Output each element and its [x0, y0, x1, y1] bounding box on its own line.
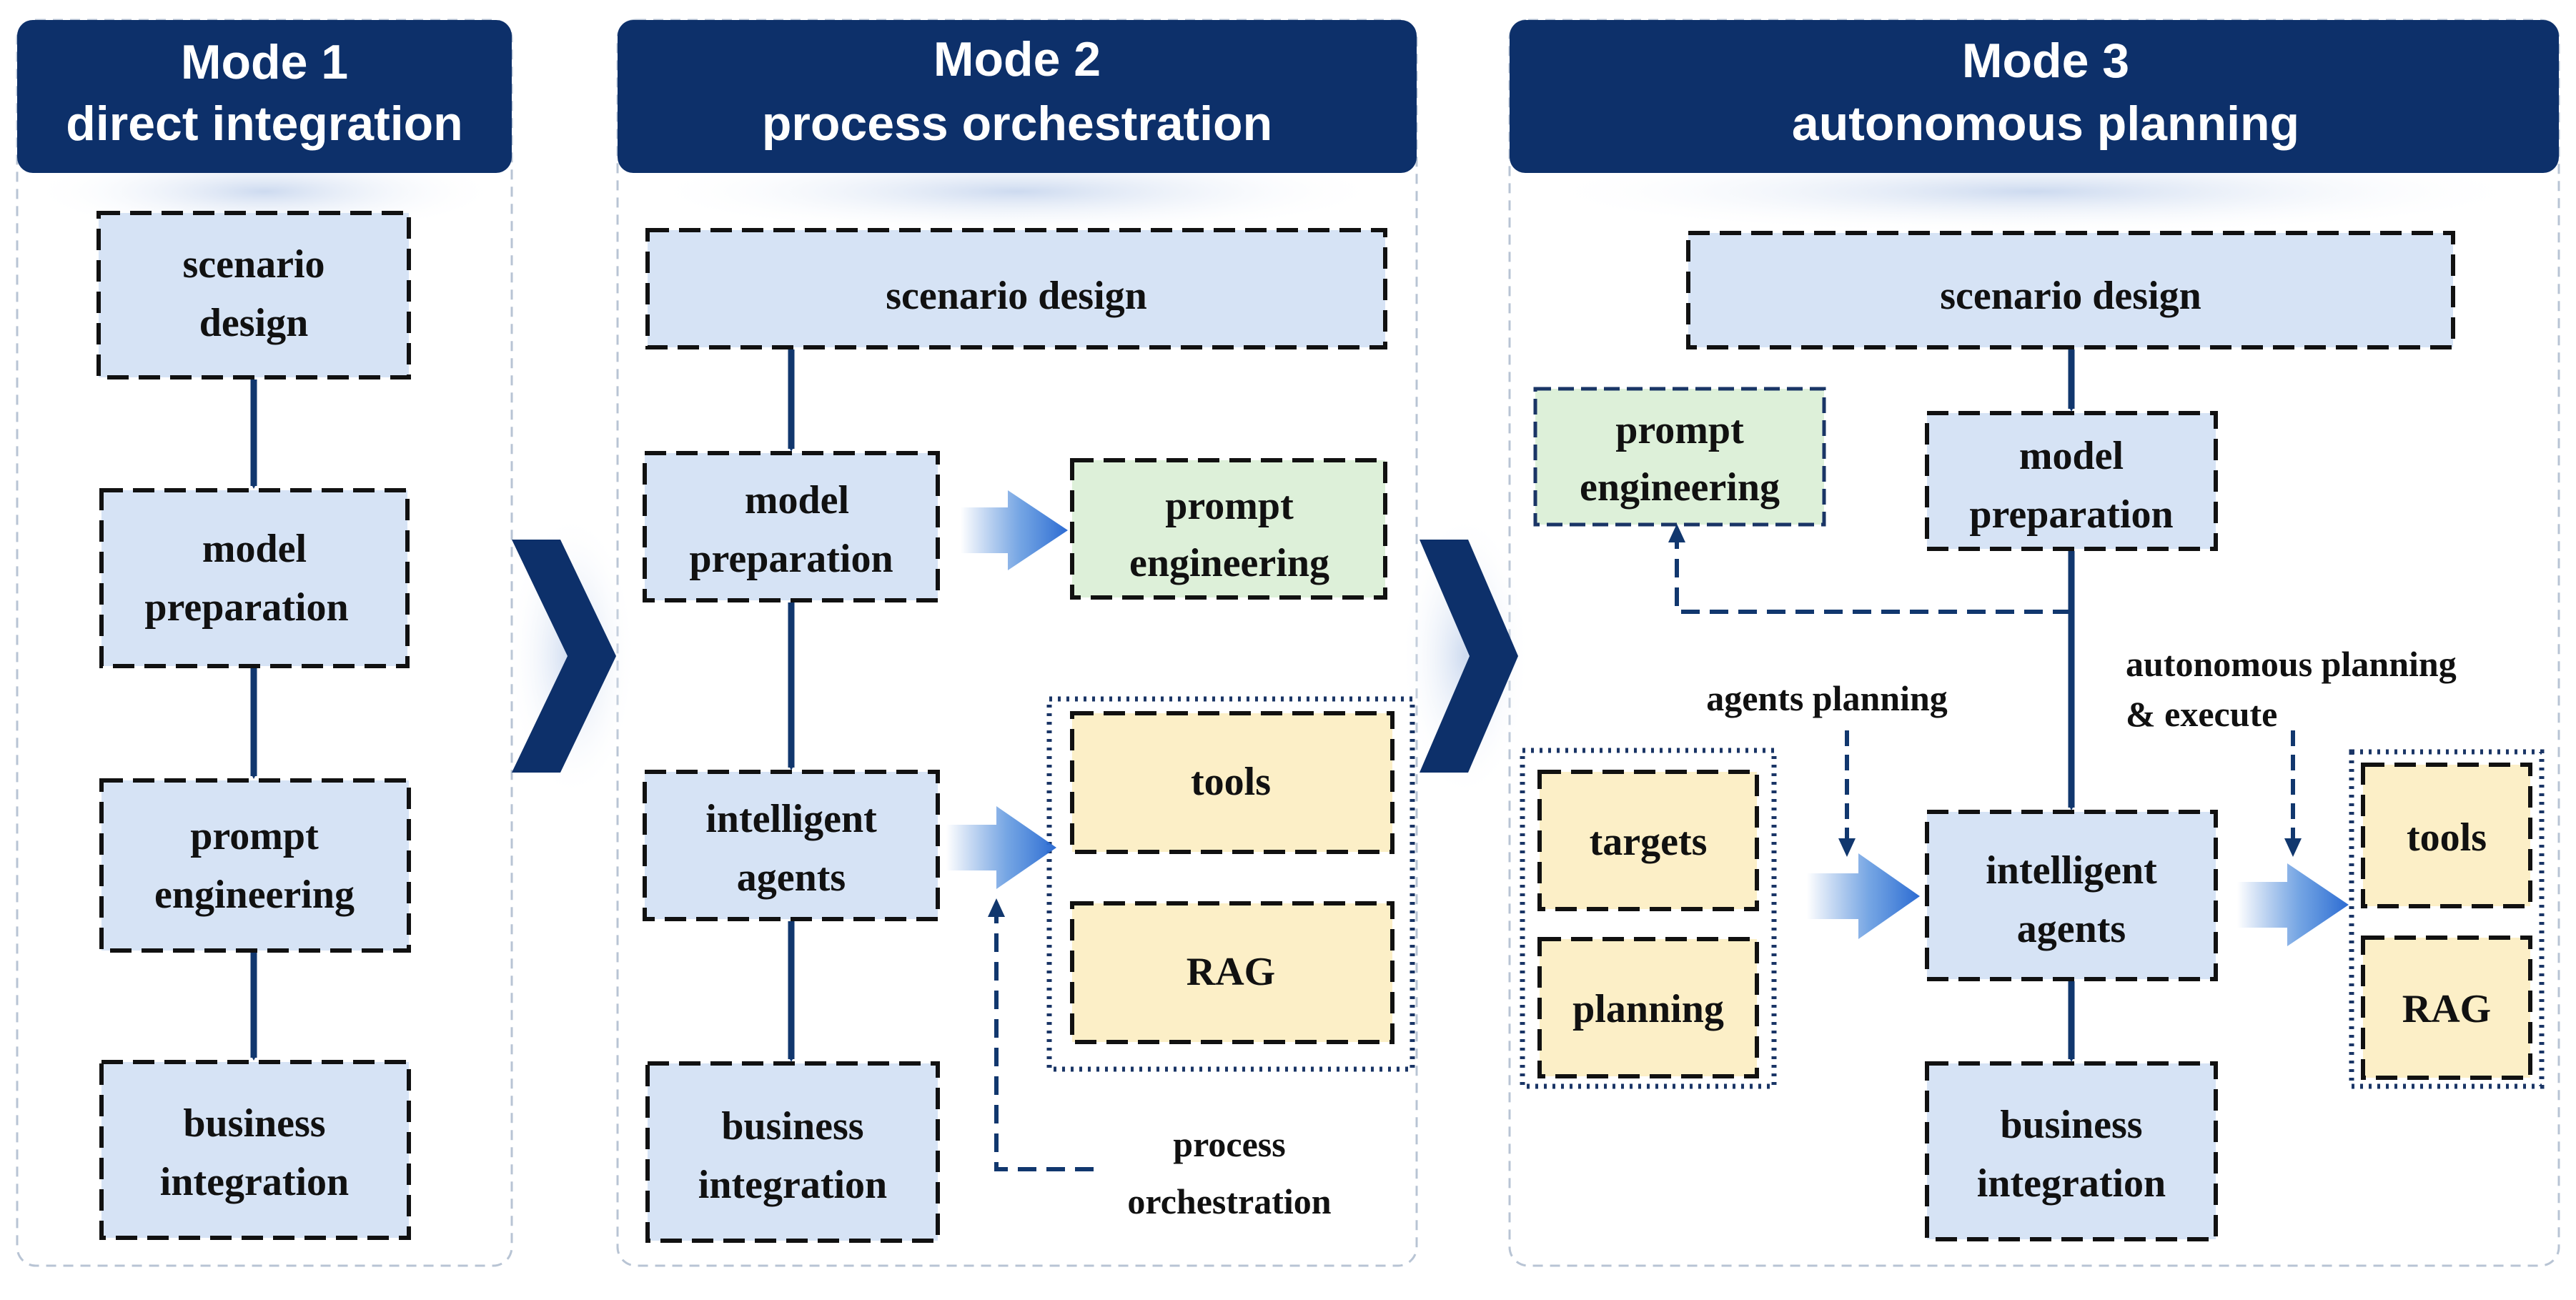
- mode1-model-line1: model: [202, 527, 307, 571]
- mode3-rag-label: RAG: [2402, 987, 2491, 1031]
- mode2-prompt-line1: prompt: [1165, 484, 1294, 528]
- mode3-model-line1: model: [2019, 434, 2124, 478]
- mode2-agents-line1: intelligent: [705, 797, 877, 841]
- mode2-header: Mode 2 process orchestration: [618, 20, 1417, 173]
- mode2-rag-label: RAG: [1187, 950, 1275, 994]
- mode3-planning-group: targets planning: [1520, 748, 1777, 1089]
- mode2-prompt-line2: engineering: [1129, 541, 1329, 585]
- mode3-targets-label: targets: [1590, 820, 1708, 864]
- mode3-agents-line2: agents: [2017, 907, 2126, 951]
- mode3-agents-line1: intelligent: [1986, 848, 2157, 893]
- mode2-process-label-line1: process: [1173, 1124, 1285, 1164]
- mode2-model-line1: model: [745, 478, 849, 522]
- mode3-header: Mode 3 autonomous planning: [1510, 20, 2559, 173]
- mode1-business-integration-box: business integration: [99, 1060, 411, 1240]
- mode3-agents-planning-label: agents planning: [1706, 678, 1948, 718]
- mode2-title-line2: process orchestration: [762, 96, 1272, 151]
- mode1-header: Mode 1 direct integration: [17, 20, 512, 173]
- mode2-process-label-line2: orchestration: [1127, 1181, 1331, 1221]
- mode2-intelligent-agents-box: intelligent agents: [643, 770, 940, 921]
- mode1-title-line1: Mode 1: [181, 35, 348, 89]
- mode2-rag-box: RAG: [1070, 901, 1394, 1044]
- mode3-scenario-label: scenario design: [1940, 274, 2201, 318]
- mode1-prompt-line2: engineering: [154, 873, 355, 917]
- mode3-planning-box: planning: [1537, 937, 1759, 1078]
- mode2-title-line1: Mode 2: [933, 32, 1101, 86]
- mode3-autonomous-label-line1: autonomous planning: [2126, 644, 2457, 684]
- mode2-scenario-design-box: scenario design: [645, 228, 1387, 349]
- mode2-scenario-label: scenario design: [886, 274, 1147, 318]
- mode3-prompt-line1: prompt: [1615, 408, 1744, 452]
- mode3-tools-label: tools: [2407, 815, 2487, 860]
- mode1-business-line2: integration: [160, 1160, 349, 1204]
- mode3-targets-box: targets: [1537, 770, 1759, 911]
- mode2-tools-label: tools: [1191, 760, 1271, 804]
- mode1-model-preparation-box: model preparation: [99, 488, 410, 668]
- mode3-tools-box: tools: [2361, 763, 2532, 908]
- mode2-tools-box: tools: [1070, 711, 1394, 854]
- mode2-resource-group: tools RAG: [1046, 696, 1415, 1072]
- mode3-title-line1: Mode 3: [1962, 34, 2129, 88]
- mode3-scenario-design-box: scenario design: [1686, 231, 2455, 349]
- mode1-business-line1: business: [183, 1101, 325, 1146]
- mode3-business-integration-box: business integration: [1925, 1061, 2218, 1241]
- mode1-prompt-line1: prompt: [190, 814, 319, 858]
- mode3-planning-label: planning: [1572, 987, 1724, 1031]
- mode3-intelligent-agents-box: intelligent agents: [1925, 810, 2218, 981]
- mode2-business-integration-box: business integration: [645, 1061, 940, 1243]
- mode3-business-line1: business: [2000, 1103, 2142, 1147]
- mode3-gradient-arrow-to-agents: [1807, 853, 1920, 939]
- mode2-gradient-arrow-to-prompt: [961, 490, 1068, 570]
- mode3-prompt-line2: engineering: [1580, 465, 1780, 510]
- mode3-gradient-arrow-to-resources: [2237, 863, 2349, 946]
- mode2-business-line2: integration: [698, 1163, 887, 1207]
- chevron-mode1-to-mode2: [507, 513, 636, 799]
- mode3-model-to-prompt-connector: [1668, 524, 2071, 614]
- mode1-scenario-line1: scenario: [182, 242, 325, 287]
- mode3-model-line2: preparation: [1969, 492, 2173, 537]
- mode1-title-line2: direct integration: [66, 96, 462, 151]
- mode2-agents-line2: agents: [737, 855, 846, 900]
- mode3-model-preparation-box: model preparation: [1925, 411, 2218, 551]
- mode3-prompt-engineering-box: prompt engineering: [1533, 387, 1826, 527]
- mode3-rag-box: RAG: [2361, 936, 2532, 1080]
- mode3-autonomous-label-line2: & execute: [2126, 694, 2277, 734]
- mode1-scenario-line2: design: [199, 301, 309, 345]
- mode1-prompt-engineering-box: prompt engineering: [99, 778, 411, 953]
- chevron-mode2-to-mode3: [1401, 513, 1530, 799]
- mode3-title-line2: autonomous planning: [1792, 96, 2299, 151]
- mode2-process-orchestration-connector: [988, 898, 1094, 1171]
- mode3-resource-group: tools RAG: [2349, 749, 2545, 1089]
- mode1-model-line2: preparation: [144, 585, 348, 630]
- mode2-model-preparation-box: model preparation: [643, 451, 940, 602]
- mode2-model-line2: preparation: [689, 537, 893, 581]
- mode2-business-line1: business: [721, 1104, 863, 1148]
- mode1-scenario-design-box: scenario design: [96, 211, 411, 379]
- mode2-gradient-arrow-to-resources: [946, 806, 1056, 889]
- mode3-business-line2: integration: [1977, 1161, 2166, 1206]
- mode2-prompt-engineering-box: prompt engineering: [1070, 458, 1387, 600]
